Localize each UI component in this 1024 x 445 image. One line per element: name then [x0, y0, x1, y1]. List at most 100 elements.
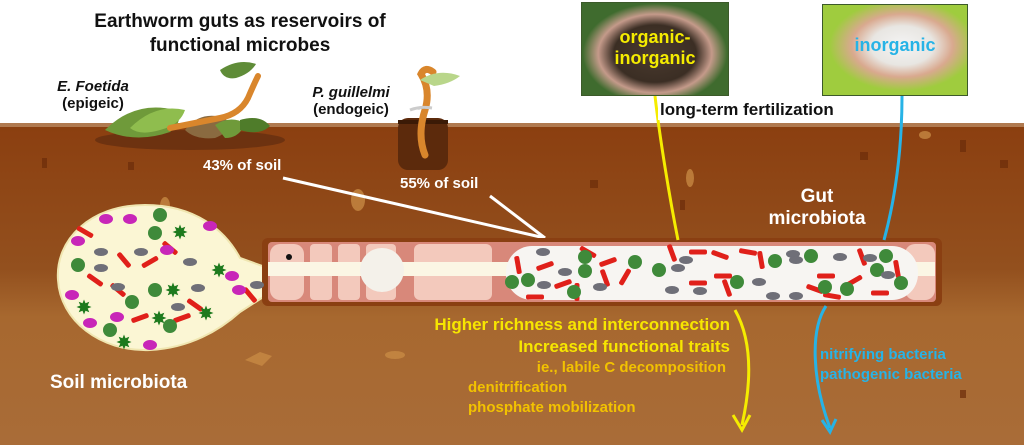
rod-bacterium-icon [141, 256, 159, 268]
rod-bacterium-icon [243, 287, 257, 303]
fungal-spore-icon [143, 340, 157, 350]
rod-bacterium-icon [757, 251, 765, 269]
species-endogeic-name: P. guillelmi [312, 84, 390, 101]
coccus-bacterium-icon [153, 208, 167, 222]
fungal-spore-icon [110, 312, 124, 322]
species-endogeic-label: P. guillelmi (endogeic) [296, 84, 406, 118]
soil-microbiota-label: Soil microbiota [50, 372, 188, 393]
rod-bacterium-icon [536, 261, 554, 271]
coccus-bacterium-icon [567, 285, 581, 299]
spiky-microbe-icon [198, 305, 214, 321]
inorganic-label: inorganic [854, 35, 936, 55]
coccus-bacterium-icon [628, 255, 642, 269]
oval-microbe-icon [593, 283, 607, 291]
epigeic-earthworm-illustration [95, 62, 285, 150]
earthworm-eye [286, 254, 292, 260]
species-epigeic-type: (epigeic) [62, 95, 124, 112]
oval-microbe-icon [94, 264, 108, 272]
coccus-bacterium-icon [505, 275, 519, 289]
pointer-line-epigeic [282, 176, 546, 240]
oval-microbe-icon [191, 284, 205, 292]
rod-bacterium-icon [739, 248, 757, 256]
oval-microbe-icon [134, 248, 148, 256]
rod-bacterium-icon [619, 268, 631, 286]
gut-label-line-1: Gut [800, 186, 834, 207]
rod-bacterium-icon [526, 294, 544, 300]
coccus-bacterium-icon [652, 263, 666, 277]
coccus-bacterium-icon [578, 250, 592, 264]
oval-microbe-icon [171, 303, 185, 311]
fungal-spore-icon [225, 271, 239, 281]
oval-microbe-icon [789, 292, 803, 300]
fungal-spore-icon [99, 214, 113, 224]
organic-inorganic-fertilizer-photo: organic- inorganic [581, 2, 729, 96]
oval-microbe-icon [537, 281, 551, 289]
rod-bacterium-icon [600, 269, 610, 287]
oval-microbe-icon [94, 248, 108, 256]
coccus-bacterium-icon [148, 283, 162, 297]
coccus-bacterium-icon [840, 282, 854, 296]
coccus-bacterium-icon [125, 295, 139, 309]
rod-bacterium-icon [689, 280, 707, 286]
species-epigeic-name: E. Foetida [57, 78, 129, 95]
oval-microbe-icon [863, 254, 877, 262]
organic-effect-labile-c: ie., labile C decomposition [536, 359, 726, 376]
organic-fertilization-arrow [653, 95, 751, 426]
organic-inorganic-label-1: organic- [619, 27, 691, 47]
figure-title: Earthworm guts as reservoirs of function… [60, 10, 420, 58]
rod-bacterium-icon [711, 250, 729, 260]
gut-label-line-2: microbiota [768, 208, 866, 229]
oval-microbe-icon [752, 278, 766, 286]
gut-microbiota-label: Gut microbiota [752, 186, 882, 230]
inorganic-effect-pathogenic: pathogenic bacteria [820, 366, 962, 383]
organic-effect-phosphate: phosphate mobilization [468, 399, 636, 416]
coccus-bacterium-icon [163, 319, 177, 333]
coccus-bacterium-icon [870, 263, 884, 277]
coccus-bacterium-icon [521, 273, 535, 287]
oval-microbe-icon [693, 287, 707, 295]
rod-bacterium-icon [667, 244, 677, 262]
spiky-microbe-icon [116, 334, 132, 350]
coccus-bacterium-icon [818, 280, 832, 294]
coccus-bacterium-icon [103, 323, 117, 337]
coccus-bacterium-icon [578, 264, 592, 278]
oval-microbe-icon [250, 281, 264, 289]
endogeic-earthworm-illustration [398, 65, 460, 170]
organic-effect-functional-traits: Increased functional traits [518, 337, 730, 356]
oval-microbe-icon [558, 268, 572, 276]
rod-bacterium-icon [806, 284, 824, 294]
oval-microbe-icon [536, 248, 550, 256]
rod-bacterium-icon [689, 249, 707, 255]
rod-bacterium-icon [76, 226, 94, 238]
species-endogeic-type: (endogeic) [313, 101, 389, 118]
rod-bacterium-icon [131, 313, 149, 323]
oval-microbe-icon [786, 250, 800, 258]
fungal-spore-icon [232, 285, 246, 295]
oval-microbe-icon [183, 258, 197, 266]
organic-inorganic-label-2: inorganic [614, 48, 696, 68]
inorganic-arrowhead [820, 418, 838, 436]
fungal-spore-icon [160, 245, 174, 255]
oval-microbe-icon [766, 292, 780, 300]
soil-microbes [65, 208, 264, 350]
coccus-bacterium-icon [148, 226, 162, 240]
rod-bacterium-icon [173, 313, 191, 323]
fungal-spore-icon [123, 214, 137, 224]
coccus-bacterium-icon [768, 254, 782, 268]
rod-bacterium-icon [117, 252, 131, 268]
rod-bacterium-icon [893, 260, 901, 278]
rod-bacterium-icon [554, 279, 572, 289]
rod-bacterium-icon [186, 298, 204, 312]
inorganic-fertilizer-photo: inorganic [822, 4, 968, 96]
organic-effect-richness: Higher richness and interconnection [434, 315, 730, 334]
organic-effects-text: Higher richness and interconnection Incr… [300, 314, 730, 418]
species-epigeic-label: E. Foetida (epigeic) [38, 78, 148, 112]
coccus-bacterium-icon [879, 249, 893, 263]
organic-effect-denitrification: denitrification [468, 379, 568, 396]
coccus-bacterium-icon [894, 276, 908, 290]
organic-arrowhead [731, 414, 752, 434]
coccus-bacterium-icon [804, 249, 818, 263]
oval-microbe-icon [671, 264, 685, 272]
coccus-bacterium-icon [71, 258, 85, 272]
